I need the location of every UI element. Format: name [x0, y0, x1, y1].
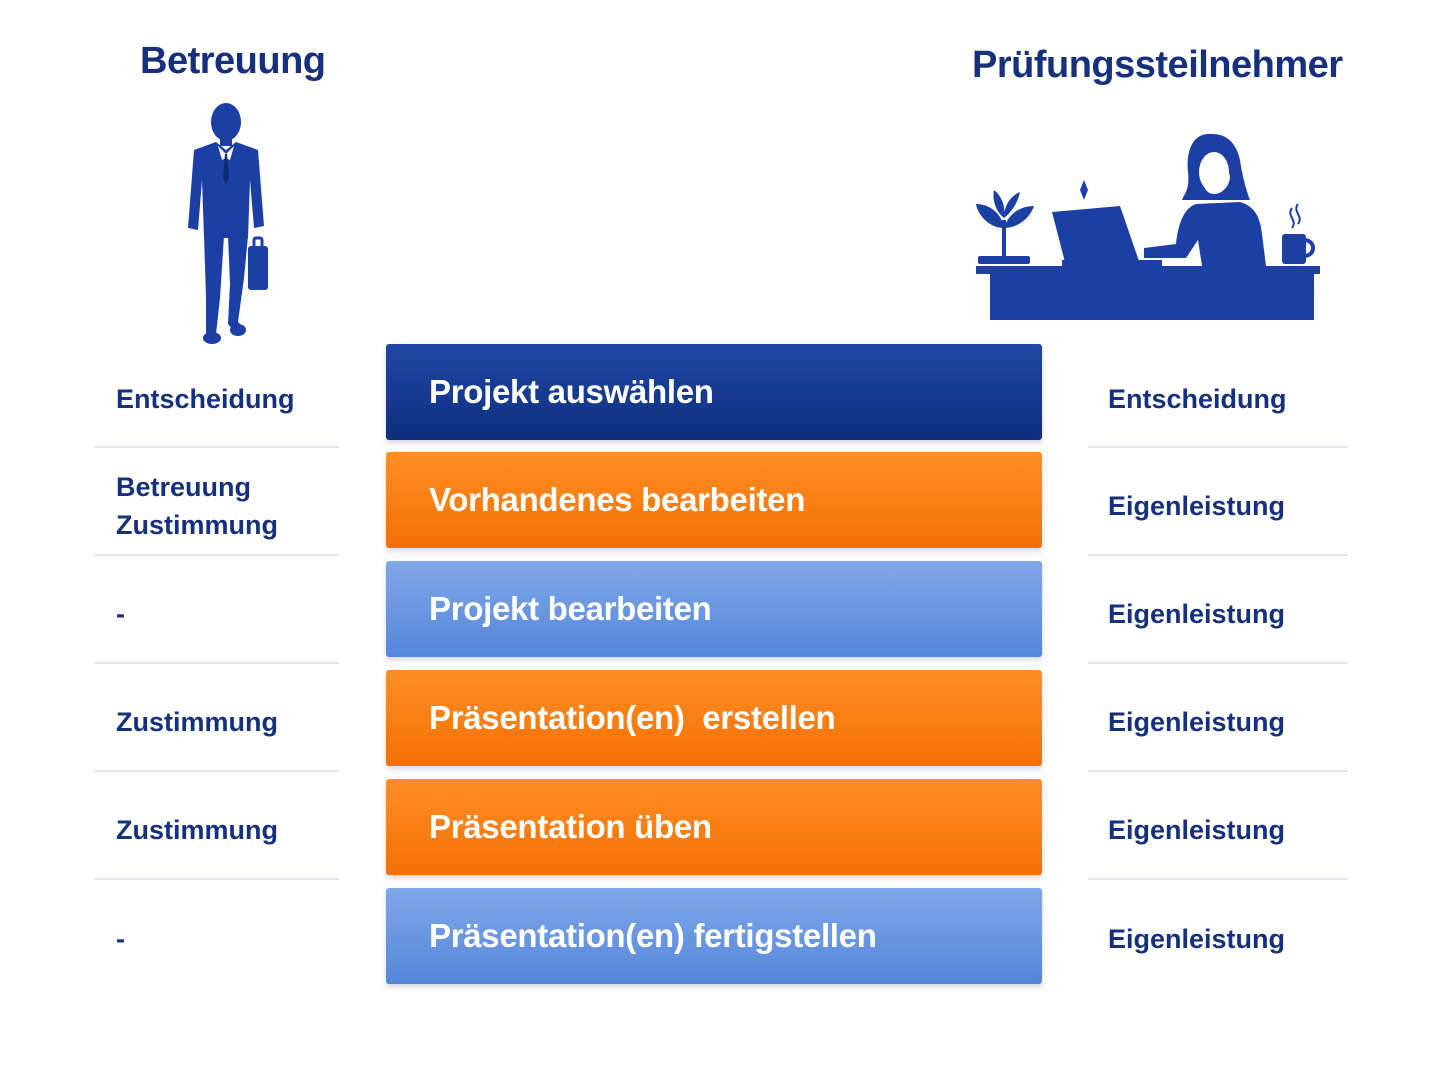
step-6: Präsentation(en) fertigstellen [386, 888, 1042, 984]
left-row-2-label-1: Betreuung [116, 472, 251, 502]
right-row-3-label: Eigenleistung [1108, 599, 1286, 629]
right-row-6: Eigenleistung [1088, 890, 1348, 988]
right-row-6-label: Eigenleistung [1108, 924, 1286, 954]
left-row-1-label: Entscheidung [116, 384, 295, 414]
supervisor-column-title: Betreuung [140, 40, 326, 82]
businessman-with-briefcase-icon [188, 103, 268, 344]
step-1: Projekt auswählen [386, 344, 1042, 440]
left-row-6-label: - [116, 924, 125, 954]
left-row-6: - [94, 890, 339, 988]
left-row-3: - [94, 566, 339, 664]
left-row-5: Zustimmung [94, 782, 339, 880]
step-4: Präsentation(en) erstellen [386, 670, 1042, 766]
left-row-1: Entscheidung [94, 352, 339, 448]
left-row-3-label: - [116, 599, 125, 629]
participant-column-title: Prüfungssteilnehmer [972, 44, 1343, 86]
right-row-4-label: Eigenleistung [1108, 707, 1286, 737]
step-3: Projekt bearbeiten [386, 561, 1042, 657]
left-row-2-label-2: Zustimmung [116, 510, 278, 540]
right-row-5-label: Eigenleistung [1108, 815, 1286, 845]
right-row-5: Eigenleistung [1088, 782, 1348, 880]
right-row-1-label: Entscheidung [1108, 384, 1287, 414]
right-row-3: Eigenleistung [1088, 566, 1348, 664]
step-2: Vorhandenes bearbeiten [386, 452, 1042, 548]
right-row-4: Eigenleistung [1088, 674, 1348, 772]
right-row-2: Eigenleistung [1088, 458, 1348, 556]
left-row-4-label: Zustimmung [116, 707, 278, 737]
left-row-2: Betreuung Zustimmung [94, 458, 339, 556]
right-row-1: Entscheidung [1088, 352, 1348, 448]
step-5: Präsentation üben [386, 779, 1042, 875]
left-row-5-label: Zustimmung [116, 815, 278, 845]
right-row-2-label: Eigenleistung [1108, 491, 1286, 521]
left-row-4: Zustimmung [94, 674, 339, 772]
woman-at-laptop-desk-icon [976, 133, 1320, 320]
